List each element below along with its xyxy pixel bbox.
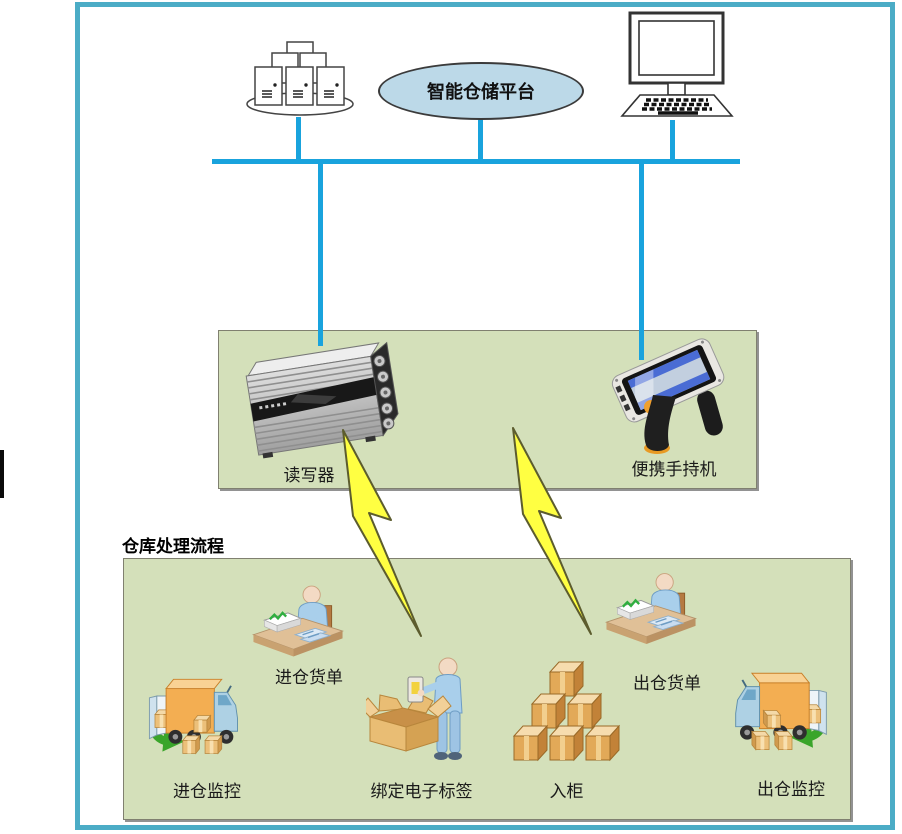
- server-farm-icon: [245, 38, 355, 118]
- bind-tag-label: 绑定电子标签: [370, 782, 473, 802]
- platform-ellipse: 智能仓储平台: [378, 62, 584, 120]
- flow-panel: 进仓货单 出仓货单: [123, 558, 851, 820]
- outbound-order-label: 出仓货单: [633, 674, 701, 694]
- reader-link-line: [318, 162, 323, 346]
- inbound-monitor-icon: [142, 664, 244, 766]
- server-link-line: [296, 117, 301, 162]
- rf-bolt-right-icon: [503, 426, 595, 638]
- handheld-reader-icon: [599, 335, 739, 457]
- device-panel: 读写器: [218, 330, 757, 489]
- flow-title: 仓库处理流程: [122, 537, 224, 557]
- platform-label: 智能仓储平台: [427, 82, 535, 103]
- handheld-label: 便携手持机: [631, 460, 717, 480]
- inbound-order-label: 进仓货单: [275, 668, 343, 688]
- cabinet-icon: [512, 660, 620, 764]
- outbound-order-icon: [601, 567, 701, 652]
- reader-label: 读写器: [283, 466, 335, 486]
- inbound-monitor-label: 进仓监控: [173, 782, 241, 802]
- inbound-order-icon: [248, 581, 348, 663]
- computer-link-line: [670, 120, 675, 162]
- cabinet-label: 入柜: [549, 782, 584, 802]
- computer-icon: [618, 10, 736, 118]
- outbound-monitor-label: 出仓监控: [757, 780, 825, 800]
- bind-tag-icon: [366, 651, 478, 769]
- rfid-reader-icon: [237, 341, 402, 461]
- handheld-link-line: [639, 162, 644, 360]
- text-cursor-artifact: [0, 450, 4, 498]
- rf-bolt-left-icon: [333, 428, 425, 640]
- outbound-monitor-icon: [729, 659, 834, 761]
- platform-link-line: [478, 118, 483, 162]
- network-bus-line: [212, 159, 740, 164]
